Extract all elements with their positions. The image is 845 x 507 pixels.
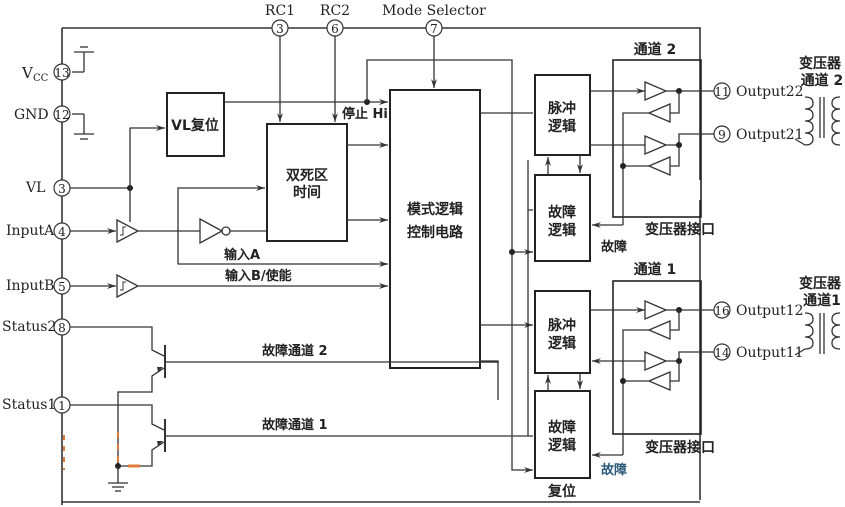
svg-text:通道 2: 通道 2 (801, 72, 844, 89)
xfmr-interface-label-ch1: 变压器接口 (645, 439, 715, 456)
transformer-ch1: 变压器 通道1 (794, 275, 842, 356)
dead-time-block: 双死区 时间 (266, 123, 348, 242)
pin-number: 16 (714, 304, 729, 318)
pin-rc2: RC2 6 (320, 3, 350, 37)
svg-text:逻辑: 逻辑 (548, 335, 576, 352)
pin-number: 9 (718, 128, 726, 142)
pin-number: 5 (58, 280, 66, 294)
channel1-drivers (590, 300, 714, 455)
svg-text:VL复位: VL复位 (171, 117, 219, 134)
svg-text:时间: 时间 (293, 184, 321, 201)
pin-number: 3 (276, 22, 284, 36)
svg-text:控制电路: 控制电路 (407, 224, 464, 241)
pin-number: 14 (714, 346, 730, 360)
input-a-label: 输入A (224, 247, 260, 263)
pin-label: Status2 (2, 319, 56, 335)
pin-output11: 14 Output11 (713, 343, 804, 361)
pin-output12: 16 Output12 (713, 301, 804, 319)
pin-label: RC2 (320, 3, 350, 19)
pin-inputb: InputB 5 (6, 277, 71, 295)
pin-number: 6 (331, 22, 339, 36)
xfmr-interface-label-ch2: 变压器接口 (645, 221, 715, 238)
mode-logic-block: 模式逻辑 控制电路 (389, 89, 481, 369)
pin-label: Output21 (736, 127, 804, 143)
input-b-enable-label: 输入B/使能 (225, 268, 292, 284)
svg-text:逻辑: 逻辑 (548, 437, 576, 454)
pin-label: Mode Selector (382, 3, 486, 19)
pin-output22: 11 Output22 (713, 82, 804, 100)
vl-reset-block: VL复位 (166, 92, 225, 157)
chip-boundary (62, 27, 701, 180)
pin-status1: Status1 1 (2, 396, 71, 414)
pin-label: GND (14, 107, 49, 123)
pin-inputa: InputA 4 (6, 222, 71, 240)
svg-text:变压器: 变压器 (799, 55, 842, 72)
pin-label: V (21, 64, 34, 82)
svg-text:脉冲: 脉冲 (547, 100, 576, 117)
channel1-box: 通道 1 (612, 261, 702, 435)
pin-number: 11 (714, 85, 729, 99)
channel2-box: 通道 2 (612, 41, 702, 218)
pin-label: Output12 (736, 303, 804, 319)
svg-text:脉冲: 脉冲 (547, 317, 576, 334)
fault-ch2-label: 故障通道 2 (262, 343, 328, 359)
fault-ch1-label: 故障通道 1 (262, 417, 328, 433)
pin-number: 4 (58, 225, 66, 239)
svg-text:变压器: 变压器 (799, 275, 842, 292)
schmitt-buffer-b (116, 273, 140, 299)
pin-label: VL (25, 180, 45, 196)
svg-text:通道 2: 通道 2 (634, 41, 677, 58)
svg-text:逻辑: 逻辑 (548, 118, 576, 135)
stop-hi-label: 停止 Hi (342, 106, 388, 122)
pin-mode-selector: Mode Selector 7 (382, 3, 486, 37)
svg-text:通道1: 通道1 (803, 292, 841, 309)
pin-number: 7 (430, 22, 438, 36)
pin-vcc: V CC 13 (21, 63, 71, 84)
pin-number: 1 (58, 399, 66, 413)
pin-rc1: RC1 3 (265, 3, 295, 37)
pin-label: Output11 (736, 345, 804, 361)
pulse-logic-ch2-block: 脉冲 逻辑 (534, 74, 591, 156)
svg-text:双死区: 双死区 (286, 168, 328, 184)
channel2-drivers (590, 81, 714, 225)
pulse-logic-ch1-block: 脉冲 逻辑 (534, 290, 591, 374)
pin-label: InputA (6, 223, 55, 239)
gnd-ground-symbol (72, 113, 94, 140)
transformer-ch2: 变压器 通道 2 (794, 55, 844, 146)
vcc-ground-symbol (72, 46, 94, 73)
fault-label-ch2: 故障 (601, 239, 627, 255)
pin-number: 3 (58, 182, 66, 196)
status-ground-symbol (108, 466, 128, 492)
fault-label-ch1: 故障 (601, 462, 627, 478)
svg-text:通道 1: 通道 1 (634, 261, 677, 278)
pin-output21: 9 Output21 (713, 125, 804, 143)
status2-transistor (70, 326, 166, 470)
pin-number: 13 (54, 66, 69, 80)
pin-number: 8 (58, 321, 66, 335)
inverter (199, 217, 231, 245)
pin-number: 12 (54, 108, 69, 122)
pin-label: Output22 (736, 84, 804, 100)
pin-vl: VL 3 (25, 179, 71, 197)
pin-label: Status1 (2, 397, 56, 413)
pin-gnd: GND 12 (14, 105, 71, 123)
pin-label: RC1 (265, 3, 295, 19)
svg-text:模式逻辑: 模式逻辑 (407, 201, 463, 218)
reset-label: 复位 (547, 483, 576, 500)
svg-text:故障: 故障 (548, 204, 576, 221)
schmitt-buffer-a (116, 218, 140, 244)
pin-label: InputB (6, 278, 54, 294)
fault-logic-ch1-block: 故障 逻辑 (534, 390, 591, 479)
pin-status2: Status2 8 (2, 318, 71, 336)
svg-text:逻辑: 逻辑 (548, 222, 576, 239)
svg-text:故障: 故障 (548, 419, 576, 436)
pin-label-sub: CC (33, 73, 49, 84)
fault-logic-ch2-block: 故障 逻辑 (534, 174, 591, 262)
